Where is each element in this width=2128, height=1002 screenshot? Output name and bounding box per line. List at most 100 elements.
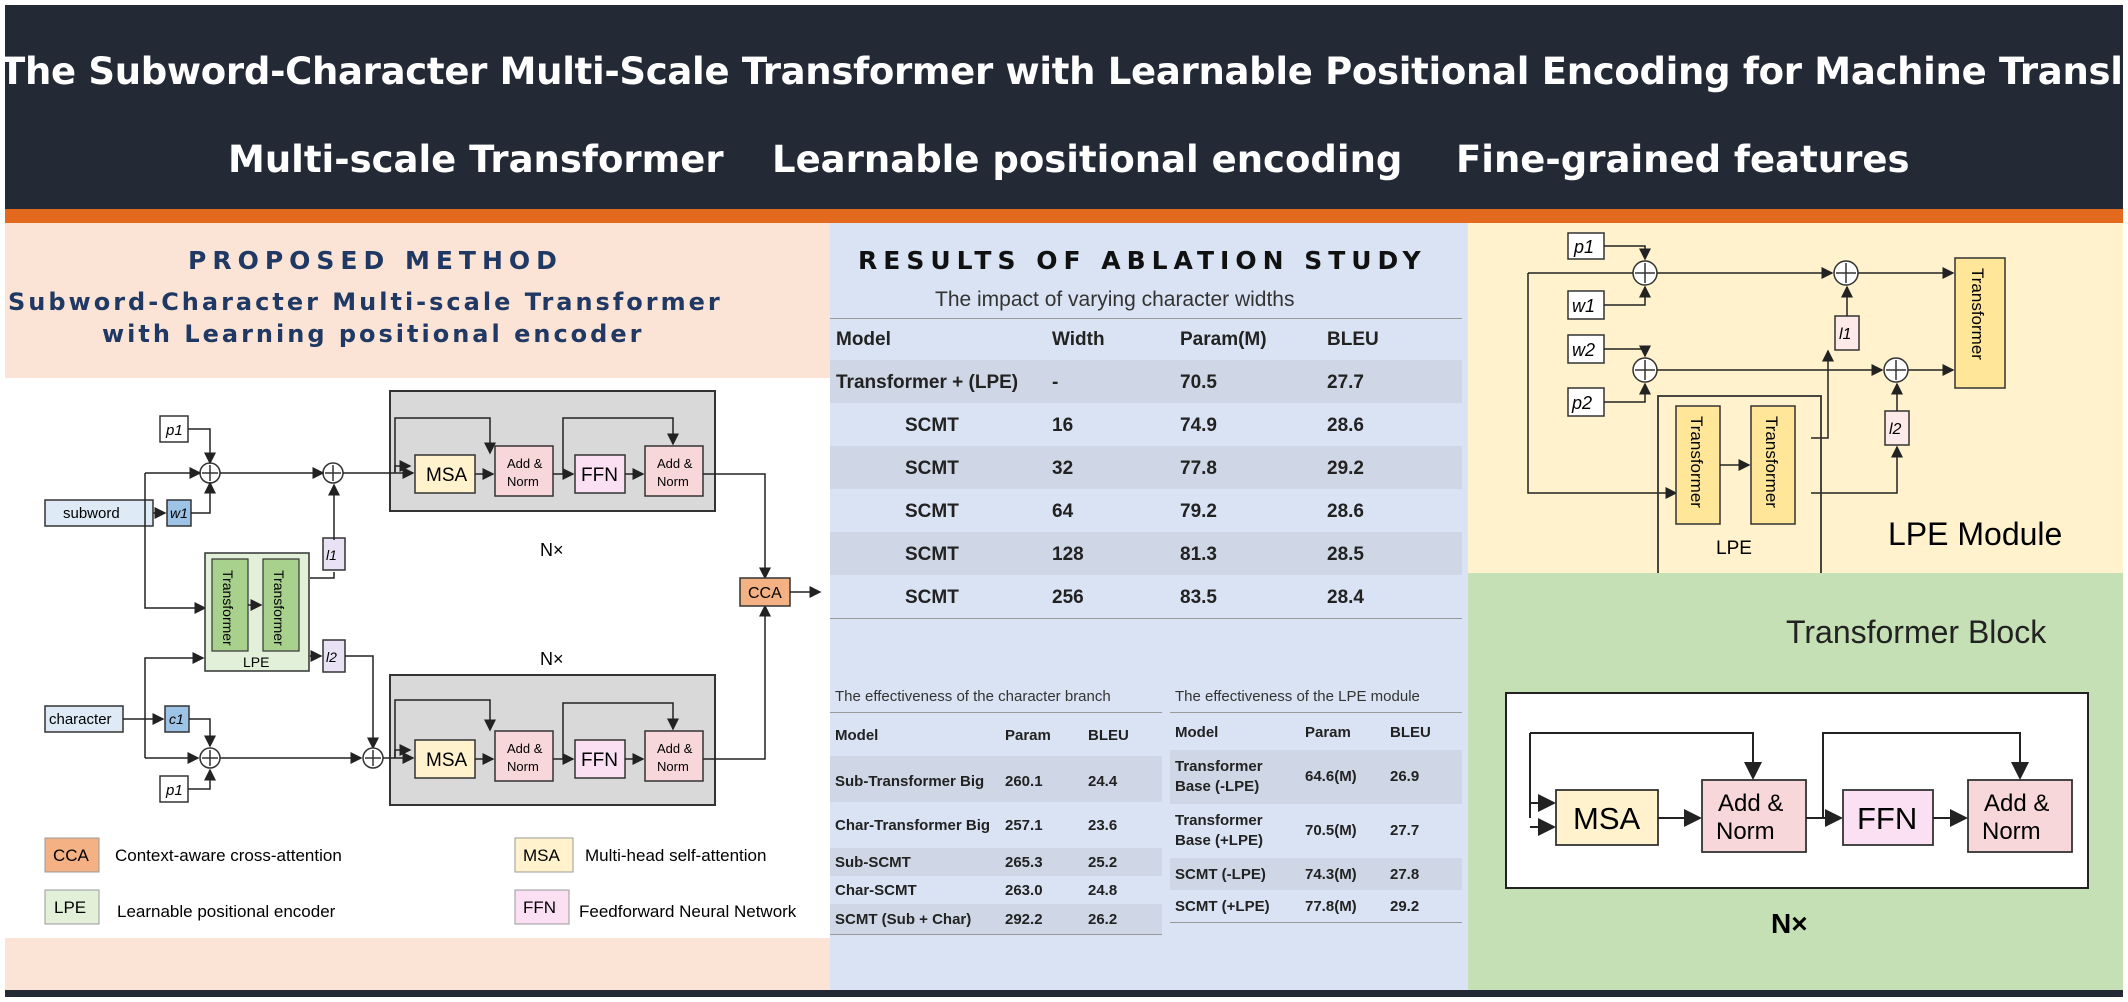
table-cell: 292.2 [1005,911,1043,928]
lpe-module-diagram: p1 w1 w2 p2 l1 l2 Transformer Transforme… [1527,232,2062,573]
table-cell: Transformer + (LPE) [836,372,1019,393]
legend-abbr-lpe: LPE [54,898,86,917]
subword-input [44,499,154,527]
cca-box [739,577,791,607]
lpe-inner-transformer-2 [1750,405,1796,525]
lpe-transformer-label: Transformer [271,570,287,646]
table-cell: SCMT (Sub + Char) [835,911,972,928]
addnorm-text: Add & [657,456,693,471]
addnorm-box-top-2 [644,445,704,497]
table-cell: 64.6(M) [1305,768,1357,785]
lpe-transformer-label: Transformer [1762,416,1781,508]
ffn-label-top: FFN [581,465,618,486]
tb-addnorm-1 [1701,779,1807,853]
col-param: Param(M) [1180,329,1267,350]
legend-text-msa: Multi-head self-attention [585,846,766,865]
table-cell: 70.5(M) [1305,822,1357,839]
transformer-block-title: Transformer Block [1786,614,2047,650]
col-bleu: BLEU [1327,329,1379,350]
lpe-w2-box [1567,334,1605,364]
lpe-transformer-label: Transformer [220,570,236,646]
p1-label-bottom: p1 [165,782,183,799]
addnorm-text: Norm [507,474,539,489]
legend-swatch-msa [514,837,574,873]
table-cell: 28.6 [1327,415,1364,436]
legend-abbr-ffn: FFN [523,898,556,917]
table-cell: Param [1005,727,1051,744]
addnorm-text: Add & [507,456,543,471]
table-cell: 81.3 [1180,544,1217,565]
nx-label-top: N× [540,540,564,560]
tb-msa-label: MSA [1573,801,1641,836]
table-cell: 24.8 [1088,882,1118,899]
keyword-lpe: Learnable positional encoding [772,138,1403,181]
lpe-transformer-2 [262,558,300,652]
table-cell: 83.5 [1180,587,1217,608]
table-header-row: Model Param BLEU [1170,712,1462,752]
lpe-transformer-label: Transformer [1687,416,1706,508]
table-row: SCMT 128 81.3 28.5 [830,532,1462,575]
table-row: SCMT (-LPE) 74.3(M) 27.8 [1170,858,1462,890]
c1-label: c1 [169,711,184,727]
proposed-method-header [5,223,830,378]
table-cell: SCMT [905,458,959,479]
table-cell: 64 [1052,501,1074,522]
subword-label: subword [63,505,120,522]
tb-norm-label: Norm [1716,818,1775,845]
table-cell: 70.5 [1180,372,1217,393]
lpe-block-label: LPE [243,654,269,670]
table-row: SCMT 256 83.5 28.4 [830,575,1462,619]
tb-addnorm-2 [1967,779,2073,853]
lpe-transformer-label: Transformer [1968,268,1987,360]
proposed-method-footer [5,938,830,990]
table-cell: Transformer [1175,758,1263,775]
lpe-table-caption: The effectiveness of the LPE module [1175,688,1420,705]
table-cell: Base (+LPE) [1175,832,1263,849]
table-row: Transformer Base (-LPE) 64.6(M) 26.9 [1170,750,1462,804]
table-cell: 32 [1052,458,1074,479]
cca-label: CCA [748,585,782,602]
tb-ffn-label: FFN [1857,801,1917,836]
addnorm-box-bottom-2 [644,730,704,782]
table-row: SCMT 32 77.8 29.2 [830,446,1462,489]
ablation-heading: RESULTS OF ABLATION STUDY [858,246,1427,275]
table-cell: BLEU [1390,724,1431,741]
table-cell: SCMT [905,544,959,565]
w1-label: w1 [170,505,188,521]
bottom-bar [5,990,2123,997]
nx-label-bottom: N× [540,649,564,669]
msa-box-top [414,454,476,494]
table-row: SCMT (Sub + Char) 292.2 26.2 [830,904,1162,935]
table-cell: SCMT [905,415,959,436]
table-row: SCMT 16 74.9 28.6 [830,403,1462,446]
table-cell: Char-SCMT [835,882,917,899]
table-cell: 79.2 [1180,501,1217,522]
table-cell: Param [1305,724,1351,741]
method-diagram: N× N× p1 subword w1 MSA Add & Norm FFN A… [44,390,822,806]
addnorm-box-top-1 [494,445,554,497]
addnorm-text: Norm [657,759,689,774]
ablation-subtitle: The impact of varying character widths [935,288,1295,311]
proposed-subtitle-line2: with Learning positional encoder [102,320,645,348]
lpe-w1-label: w1 [1572,296,1595,316]
col-width: Width [1052,329,1105,350]
table-cell: 16 [1052,415,1074,436]
table-cell: Transformer [1175,812,1263,829]
table-cell: SCMT [905,501,959,522]
addnorm-text: Add & [657,741,693,756]
lpe-inner-block [1657,395,1822,573]
table-row: Sub-SCMT 265.3 25.2 [830,848,1162,876]
table-cell: 27.7 [1390,822,1420,839]
char-branch-caption: The effectiveness of the character branc… [835,688,1111,705]
keyword-finegrained: Fine-grained features [1456,138,1910,181]
lpe-p2-label: p2 [1571,393,1592,413]
char-branch-table: Model Param BLEU Sub-Transformer Big 260… [830,712,1162,937]
table-cell: 27.7 [1327,372,1364,393]
width-ablation-table: Model Width Param(M) BLEU Transformer + … [830,318,1468,623]
lpe-p1-label: p1 [1573,237,1594,257]
table-cell: SCMT (-LPE) [1175,866,1266,883]
lpe-w2-label: w2 [1572,340,1595,360]
lpe-inner-transformer-1 [1675,405,1721,525]
col-model: Model [836,329,891,350]
msa-label-bottom: MSA [426,750,468,771]
